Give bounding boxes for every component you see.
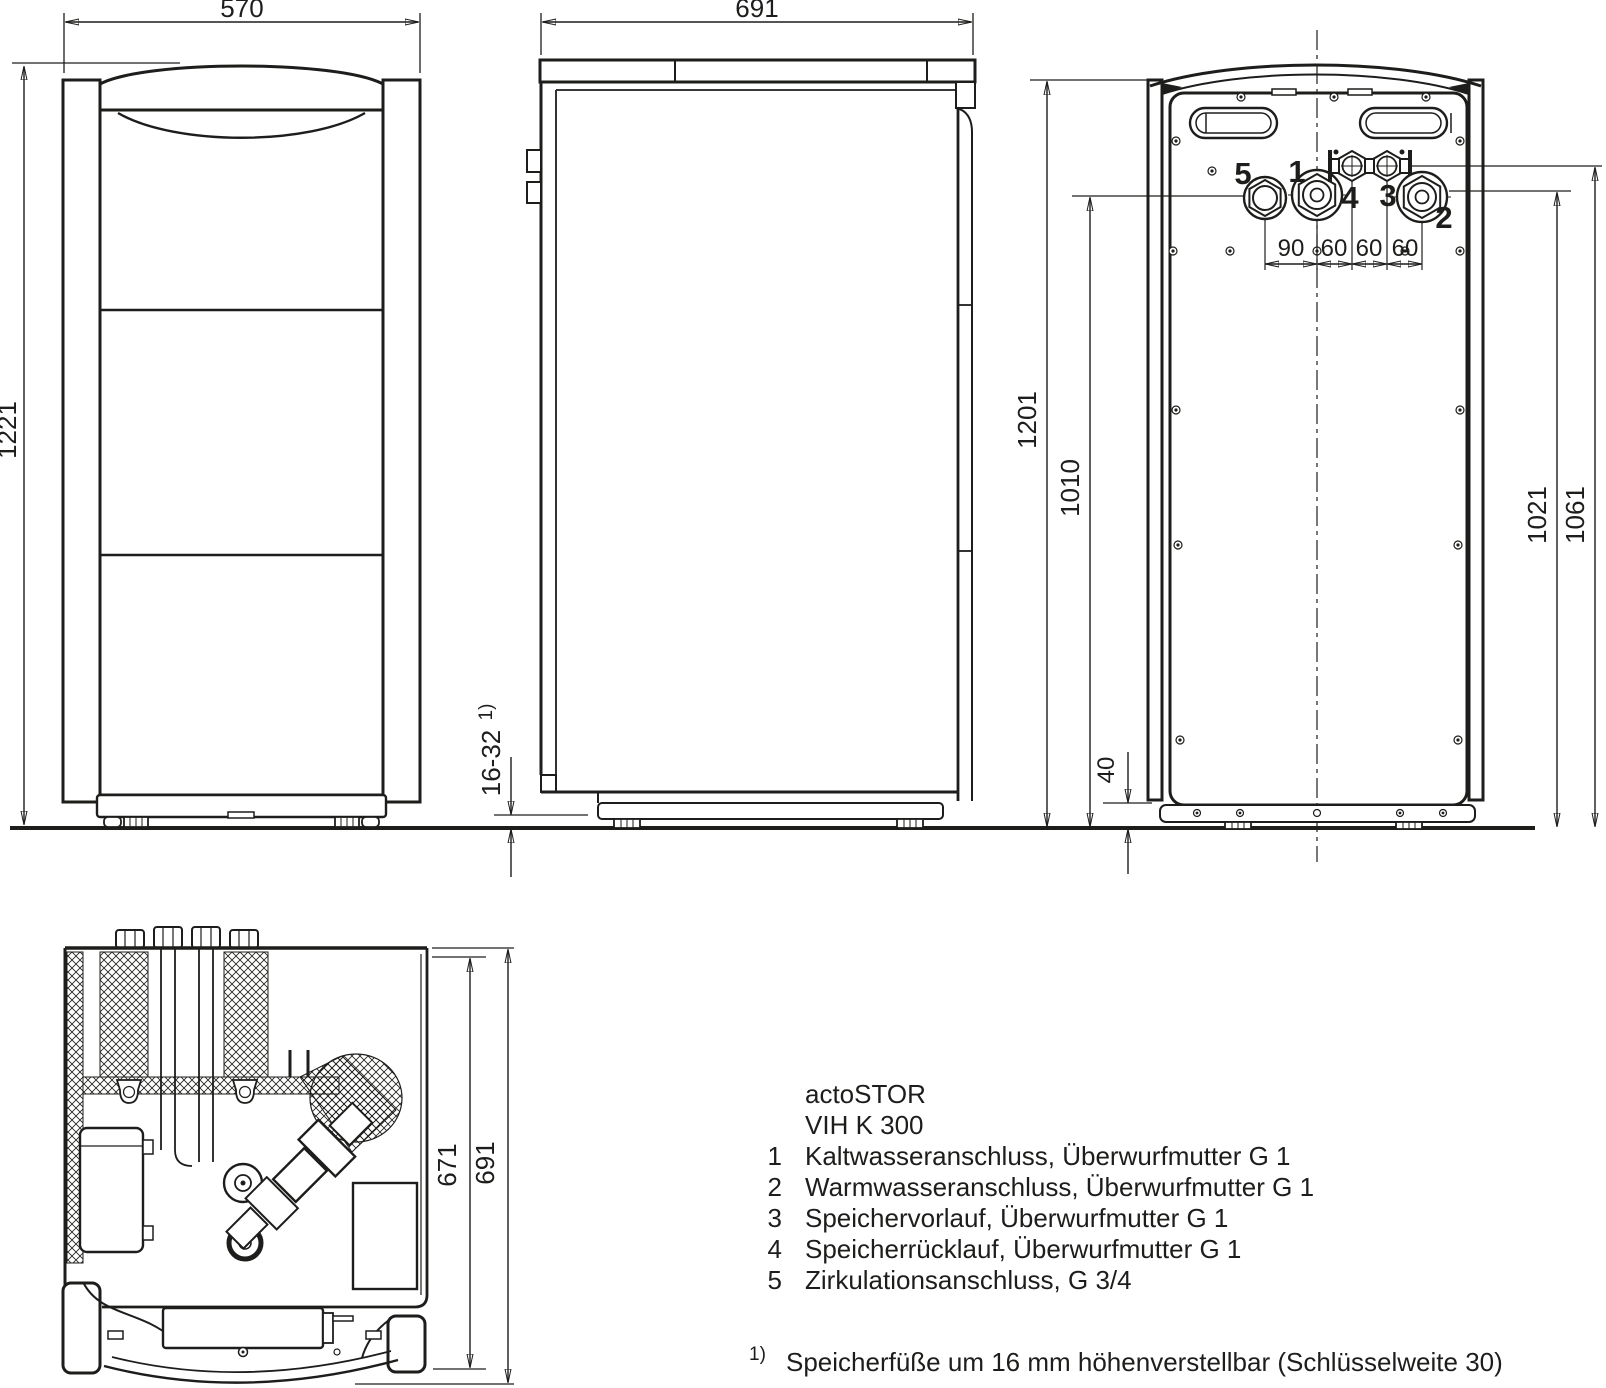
handle-slot-left xyxy=(1188,106,1279,140)
dim-top-inner-depth: 671 xyxy=(432,1143,462,1186)
legend-item-2-text: Warmwasseranschluss, Überwurfmutter G 1 xyxy=(805,1172,1314,1202)
port-cold-water-1 xyxy=(1288,168,1346,270)
pipe-clamps xyxy=(115,1050,310,1104)
side-foot-left xyxy=(613,818,641,829)
port-label-5: 5 xyxy=(1234,156,1251,191)
port-label-1: 1 xyxy=(1288,154,1305,189)
dim-spacing-60a: 60 xyxy=(1321,235,1348,262)
rear-feet xyxy=(1224,821,1423,830)
dim-front-height: 1221 xyxy=(0,401,22,459)
port-label-2: 2 xyxy=(1435,200,1452,235)
dim-spacing-60c: 60 xyxy=(1392,235,1419,262)
valve-assembly xyxy=(225,1101,374,1250)
legend-footnote-marker: 1) xyxy=(749,1344,766,1365)
side-foot-right xyxy=(896,818,924,829)
side-view xyxy=(526,58,977,829)
front-foot-left xyxy=(103,816,149,828)
legend-item-1-text: Kaltwasseranschluss, Überwurfmutter G 1 xyxy=(805,1141,1291,1171)
dim-height-1010: 1010 xyxy=(1055,459,1085,517)
dim-spacing-90: 90 xyxy=(1278,235,1305,262)
top-view xyxy=(61,926,429,1384)
top-pipes xyxy=(160,948,214,1167)
handle-slot-right xyxy=(1358,106,1452,140)
legend-item-5-text: Zirkulationsanschluss, G 3/4 xyxy=(805,1265,1132,1295)
rear-base-screws xyxy=(1192,808,1448,818)
legend-item-3-text: Speichervorlauf, Überwurfmutter G 1 xyxy=(805,1203,1228,1233)
dim-foot-adjust: 16-32 xyxy=(476,730,506,797)
top-front-section xyxy=(61,1281,427,1384)
legend-item-4-num: 4 xyxy=(768,1234,782,1264)
component-box-left xyxy=(78,1126,145,1254)
dim-height-1021: 1021 xyxy=(1522,486,1552,544)
rear-screw-points xyxy=(1168,92,1465,745)
dim-side-depth: 691 xyxy=(735,0,778,23)
dim-height-1061: 1061 xyxy=(1560,486,1590,544)
rear-view-dimensions: 90 60 60 60 1201 1010 1021 1061 40 xyxy=(1012,79,1602,874)
dim-base-clearance: 40 xyxy=(1093,757,1120,784)
dim-rear-total-height: 1201 xyxy=(1012,391,1042,449)
component-box-right xyxy=(351,1181,419,1291)
rear-view: 5 1 4 3 2 xyxy=(1146,30,1485,862)
port-warm-water-2 xyxy=(1393,170,1451,270)
legend: actoSTOR VIH K 300 1 Kaltwasseranschluss… xyxy=(749,1079,1503,1377)
side-view-dimensions: 691 16-32 1) xyxy=(476,0,974,877)
top-view-dimensions: 671 691 xyxy=(355,947,514,1385)
port-label-3: 3 xyxy=(1379,178,1396,213)
legend-footnote-text: Speicherfüße um 16 mm höhenverstellbar (… xyxy=(786,1347,1503,1377)
front-foot-right xyxy=(334,816,380,828)
dim-foot-adjust-ref: 1) xyxy=(476,704,497,721)
dim-spacing-60b: 60 xyxy=(1356,235,1383,262)
dim-front-width: 570 xyxy=(220,0,263,23)
front-view xyxy=(61,64,422,828)
legend-title-line2: VIH K 300 xyxy=(805,1110,924,1140)
top-bolts xyxy=(115,926,259,949)
wall-bracket-hooks xyxy=(526,149,542,204)
legend-item-3-num: 3 xyxy=(768,1203,782,1233)
ports-storage-4-3 xyxy=(1328,149,1412,270)
legend-item-1-num: 1 xyxy=(768,1141,782,1171)
legend-item-4-text: Speicherrücklauf, Überwurfmutter G 1 xyxy=(805,1234,1241,1264)
dim-top-outer-depth: 691 xyxy=(470,1141,500,1184)
legend-item-2-num: 2 xyxy=(768,1172,782,1202)
legend-title-line1: actoSTOR xyxy=(805,1079,926,1109)
front-view-dimensions: 570 1221 xyxy=(0,0,421,824)
port-label-4: 4 xyxy=(1341,180,1359,215)
legend-item-5-num: 5 xyxy=(768,1265,782,1295)
